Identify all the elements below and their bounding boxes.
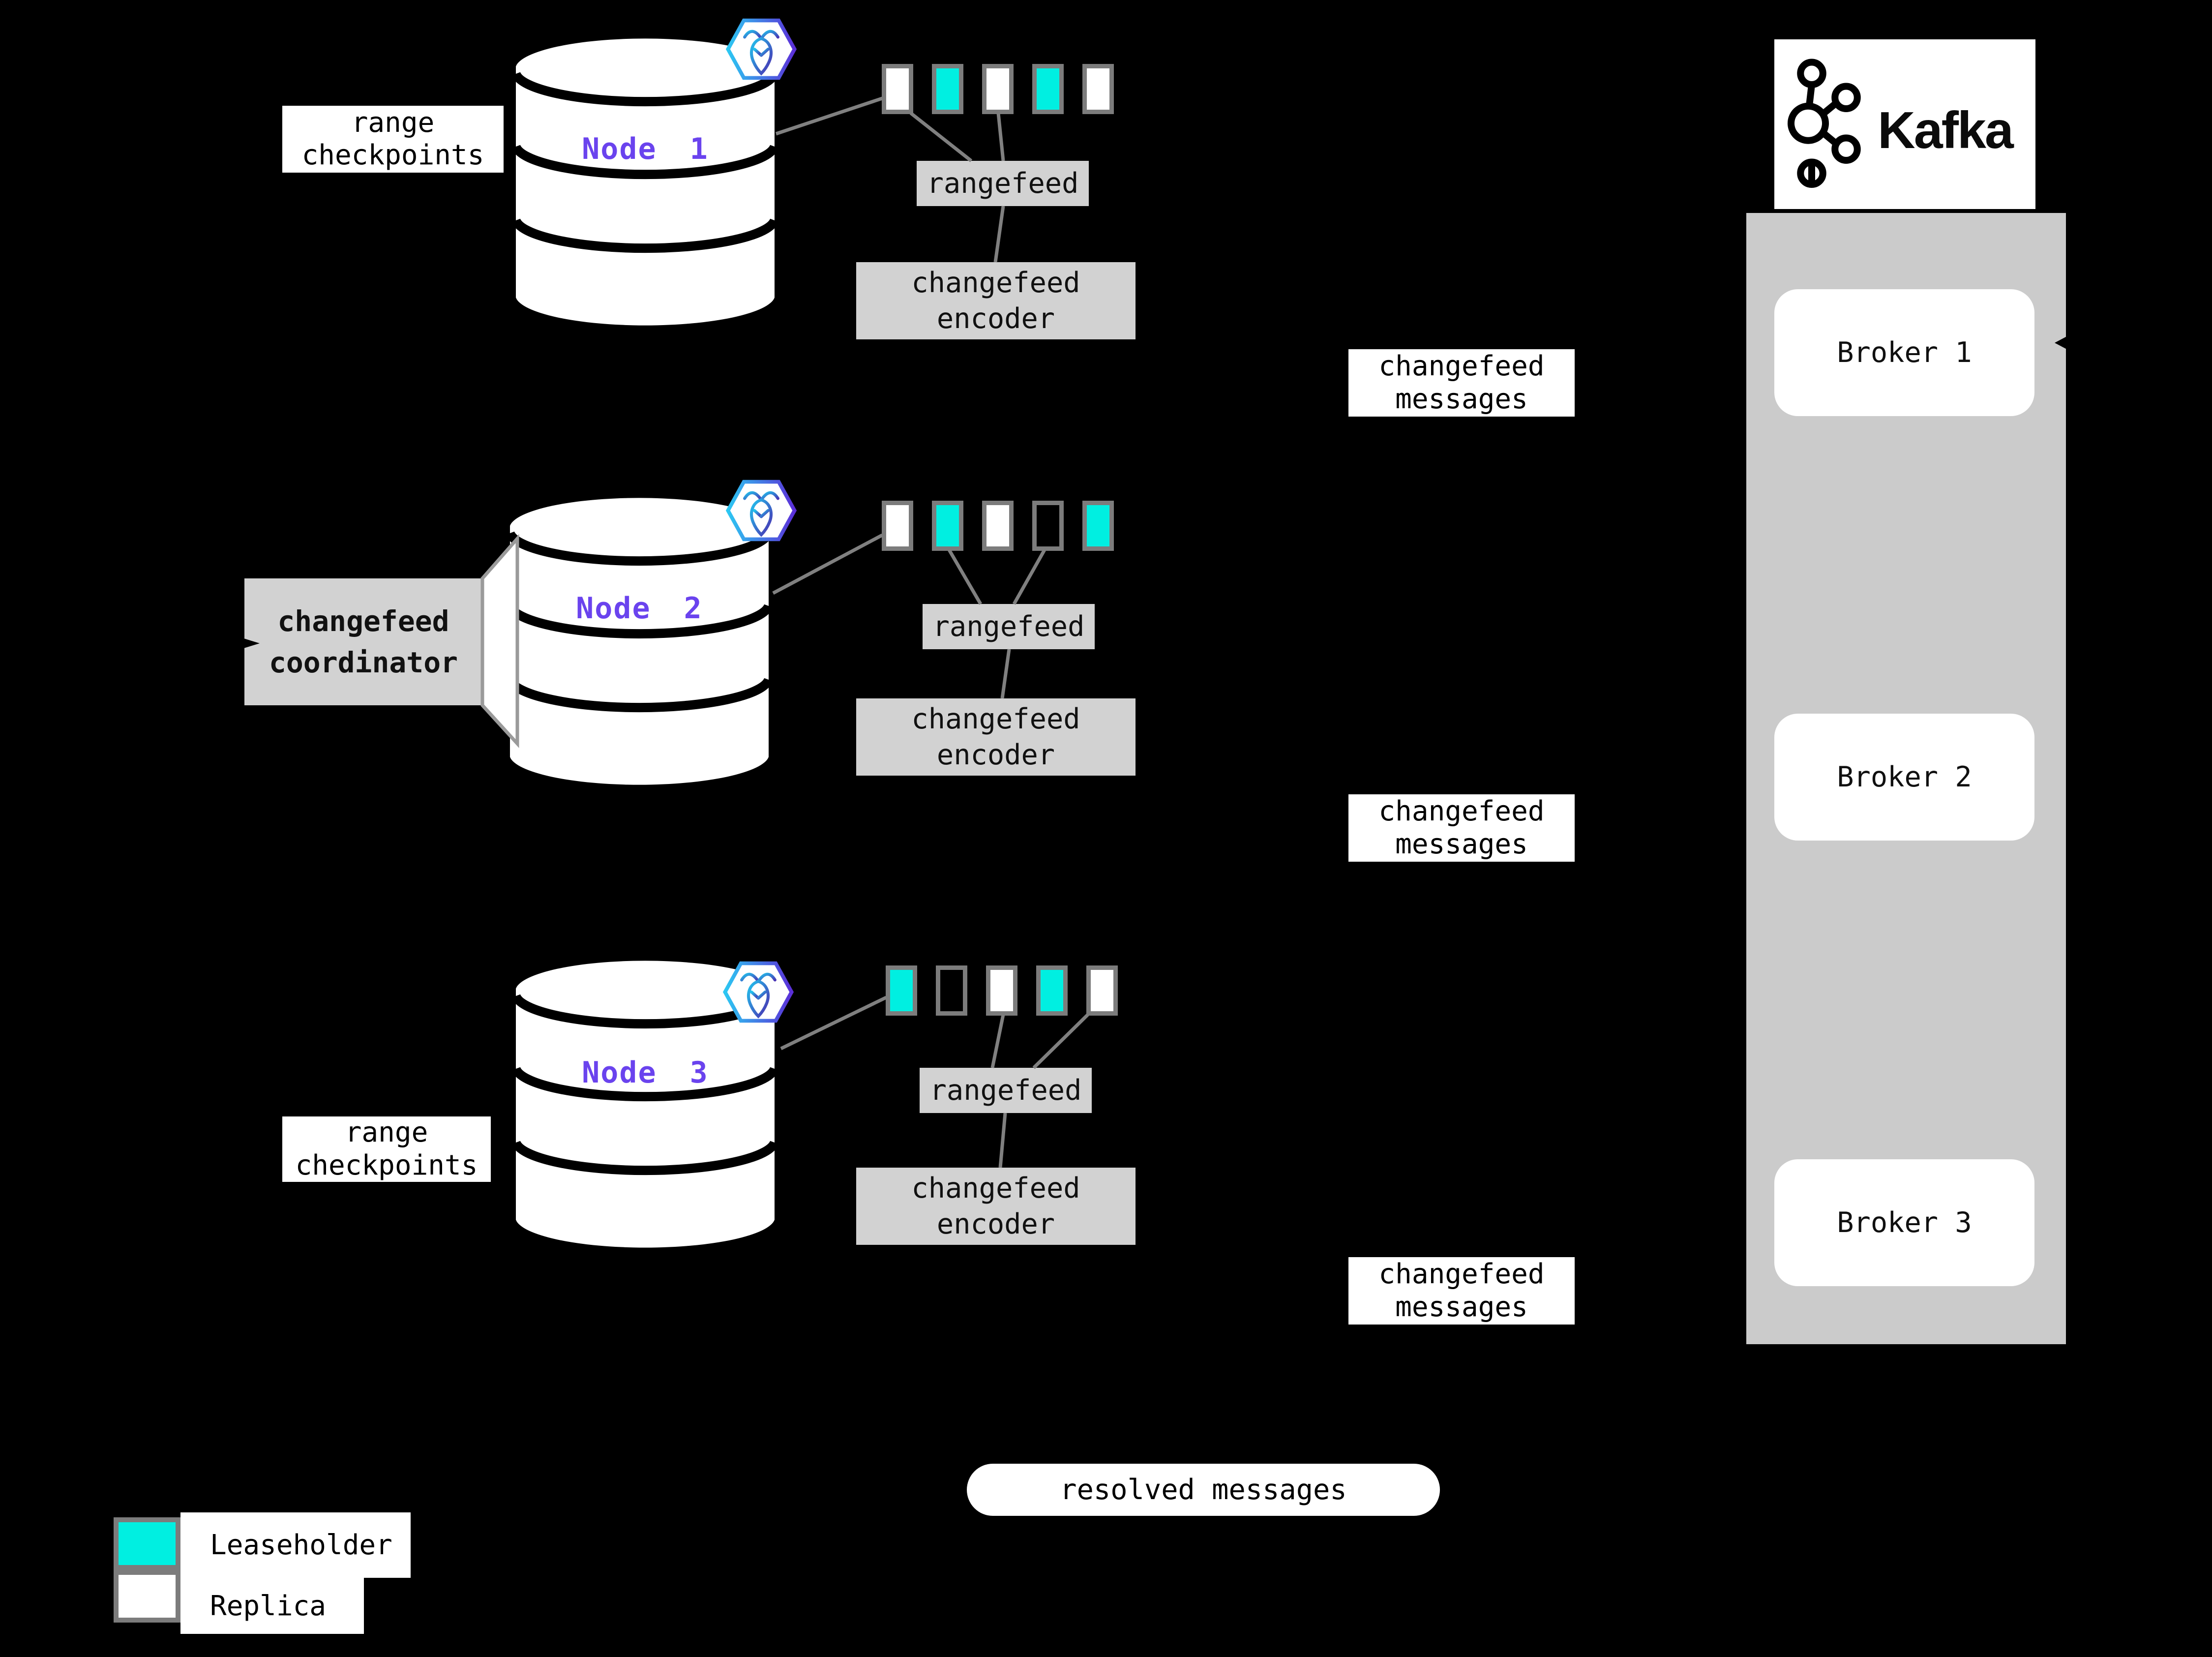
kafka-logo-icon [1788,59,1861,188]
changefeed-encoder-box: changefeed encoder [856,1168,1136,1245]
legend-replica-label: Replica [180,1578,364,1634]
messages-text: changefeed messages [1378,350,1545,415]
range-square [882,64,913,114]
line-range-rangefeed [947,549,983,605]
legend-leaseholder-swatch [114,1517,180,1570]
encoder-label: changefeed encoder [911,266,1080,335]
rangefeed-box: rangefeed [917,161,1089,206]
legend-text: Replica [210,1590,327,1622]
cockroachdb-badge-icon [722,961,794,1023]
changefeed-encoder-box: changefeed encoder [856,698,1136,776]
range-square [982,501,1014,551]
range-checkpoints-label: range checkpoints [282,106,504,173]
range-square [1086,965,1118,1016]
range-checkpoints-label: range checkpoints [282,1116,491,1182]
rangefeed-label: rangefeed [927,167,1079,200]
line-rangefeed-encoder [1000,649,1011,699]
node3-label: Node 3 [582,1055,709,1090]
range-square [1036,965,1068,1016]
line-rangefeed-encoder [998,1113,1007,1168]
encoder-label: changefeed encoder [911,702,1080,771]
line-db1-ranges [775,96,883,136]
range-square [882,501,913,551]
line-rangefeed-encoder [993,206,1005,263]
line-range-rangefeed [909,112,973,162]
rangefeed-box: rangefeed [920,1068,1092,1113]
node2-label: Node 2 [576,591,703,626]
range-checkpoints-text: range checkpoints [295,1116,478,1181]
legend-leaseholder-label: Leaseholder [180,1512,411,1578]
line-range-rangefeed [996,113,1005,161]
cockroachdb-badge-icon [725,480,797,542]
rangefeed-box: rangefeed [923,604,1095,649]
line-range-rangefeed [990,1014,1005,1068]
range-square [986,965,1017,1016]
range-square [1032,501,1064,551]
range-square [1082,64,1114,114]
range-square [1032,64,1064,114]
broker-label: Broker 1 [1837,336,1972,369]
changefeed-messages-label: changefeed messages [1348,349,1575,417]
database-cylinder-node1 [515,38,776,326]
broker-label: Broker 2 [1837,761,1972,793]
changefeed-encoder-box: changefeed encoder [856,262,1136,339]
messages-text: changefeed messages [1378,1258,1545,1323]
database-cylinder-node3 [515,961,776,1248]
range-checkpoints-text: range checkpoints [301,106,484,171]
messages-text: changefeed messages [1378,795,1545,860]
legend-replica-swatch [114,1570,180,1623]
node1-label: Node 1 [582,132,709,166]
changefeed-coordinator-box: changefeed coordinator [244,578,482,705]
cockroachdb-badge-icon [725,18,797,80]
kafka-wordmark: Kafka [1878,101,2014,159]
resolved-messages-text: resolved messages [1060,1474,1347,1506]
broker-label: Broker 3 [1837,1206,1972,1239]
changefeed-messages-label: changefeed messages [1348,794,1575,862]
legend-text: Leaseholder [210,1529,392,1561]
line-range-rangefeed [1012,549,1046,605]
rangefeed-label: rangefeed [932,610,1085,643]
encoder-label: changefeed encoder [911,1172,1080,1240]
broker-2-box: Broker 2 [1774,714,2034,841]
range-square [932,501,963,551]
range-square [886,965,917,1016]
range-square [932,64,963,114]
resolved-messages-pill: resolved messages [967,1464,1440,1516]
line-range-rangefeed [1032,1013,1089,1069]
range-square [936,965,967,1016]
broker-1-box: Broker 1 [1774,289,2034,416]
coordinator-label: changefeed coordinator [269,604,458,679]
broker-3-box: Broker 3 [1774,1159,2034,1286]
rangefeed-label: rangefeed [929,1074,1082,1107]
changefeed-messages-label: changefeed messages [1348,1257,1575,1325]
range-square [1082,501,1114,551]
range-square [982,64,1014,114]
database-cylinder-node2 [509,498,770,785]
